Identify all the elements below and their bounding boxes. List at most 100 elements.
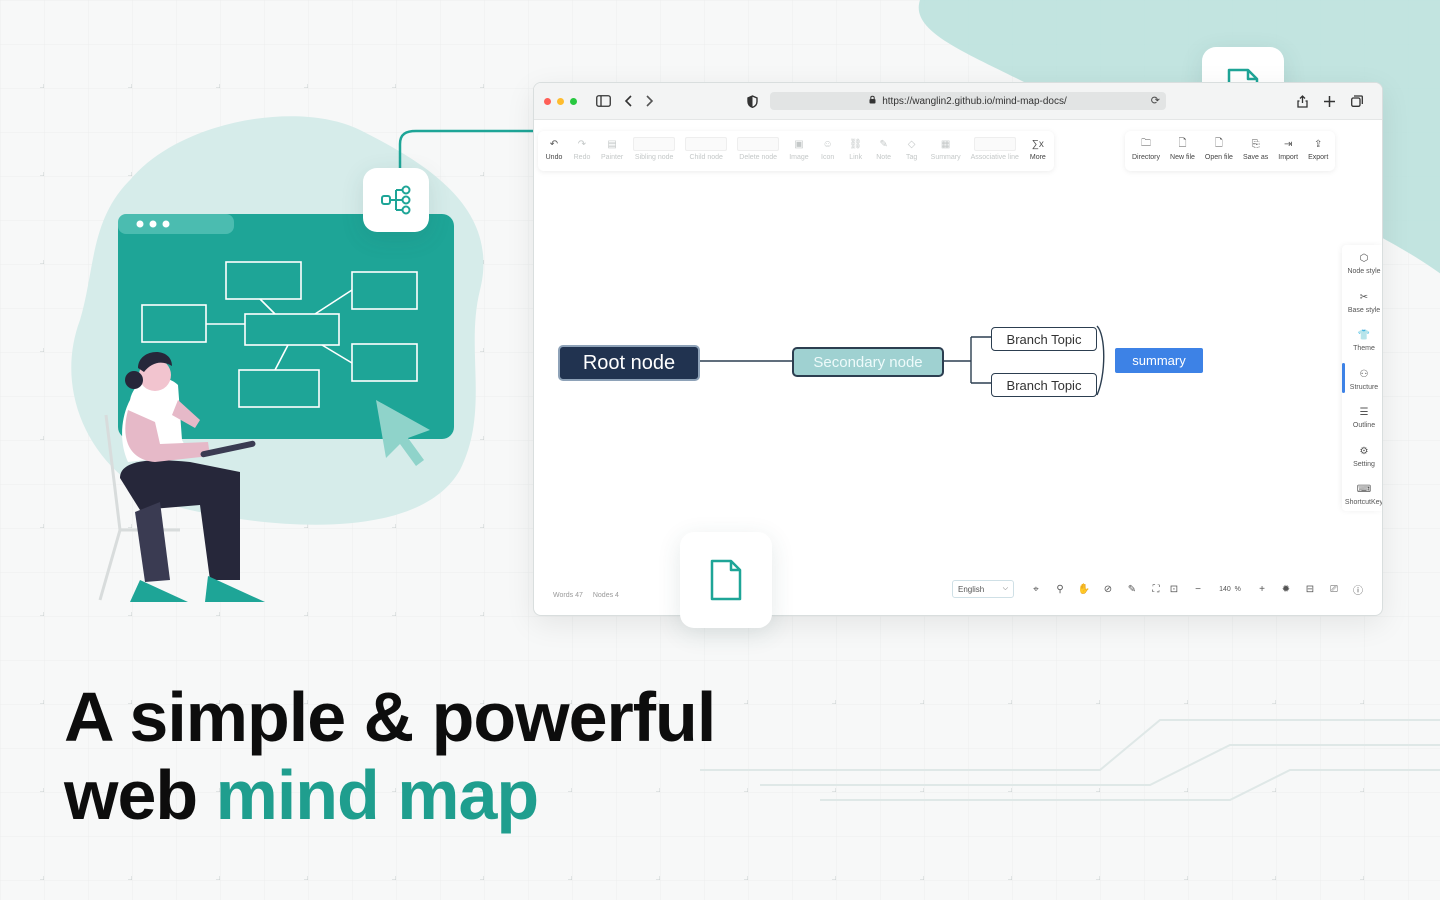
toolbar-redo-button[interactable]: ↷Redo	[568, 131, 596, 162]
address-bar[interactable]: https://wanglin2.github.io/mind-map-docs…	[770, 92, 1166, 110]
close-window-dot[interactable]	[544, 97, 551, 105]
toolbar-delete-node-button[interactable]: Delete node	[732, 131, 784, 161]
painter-icon: ▤	[607, 138, 617, 150]
summary-node[interactable]: summary	[1115, 348, 1203, 373]
redo-icon: ↷	[577, 138, 587, 150]
headline-line-2-prefix: web	[64, 756, 216, 834]
word-count: Words 47	[553, 592, 583, 599]
theme-icon: 👕	[1357, 330, 1371, 341]
secondary-node[interactable]: Secondary node	[792, 347, 944, 377]
toolbar-label: Link	[849, 154, 863, 161]
toolbar-undo-button[interactable]: ↶ Undo	[540, 131, 568, 162]
zoom-in-icon[interactable]: +	[1259, 583, 1265, 595]
zoom-level: 140 %	[1219, 585, 1241, 593]
new-tab-icon[interactable]	[1319, 83, 1339, 119]
stats-bar: Words 47 Nodes 4	[553, 592, 619, 599]
toolbar-label: Import	[1278, 154, 1299, 161]
toolbar-save-as-button[interactable]: ⎘Save as	[1238, 131, 1273, 162]
shield-icon[interactable]	[744, 83, 760, 119]
toolbar-label: Child node	[689, 154, 723, 161]
presentation-icon[interactable]: ⎚	[1330, 583, 1338, 595]
sibling-node-icon	[633, 137, 676, 151]
undo-icon: ↶	[549, 138, 559, 150]
sidebar-item-label: Structure	[1349, 383, 1379, 391]
toolbar-label: New file	[1170, 154, 1195, 161]
outline-icon: ☰	[1359, 407, 1369, 418]
tag-icon: ◇	[907, 138, 916, 150]
dark-mode-icon[interactable]: ✹	[1281, 583, 1291, 595]
fit-view-icon[interactable]: ⛶	[1152, 583, 1160, 595]
lock-icon	[869, 95, 876, 107]
node-style-icon: ⬡	[1359, 253, 1369, 264]
sidebar-item-structure[interactable]: ⚇Structure	[1342, 369, 1382, 391]
language-select[interactable]: English ⌵	[952, 580, 1014, 598]
toolbar-label: Note	[876, 154, 892, 161]
edit-icon[interactable]: ✎	[1127, 583, 1137, 595]
share-icon[interactable]	[1292, 83, 1312, 119]
root-node[interactable]: Root node	[558, 345, 700, 381]
chevron-down-icon: ⌵	[1002, 585, 1008, 592]
sidebar-item-label: Setting	[1353, 460, 1375, 468]
sidebar-item-shortcutkey[interactable]: ⌨ShortcutKey	[1342, 484, 1382, 506]
minimize-window-dot[interactable]	[557, 97, 564, 105]
sidebar-item-setting[interactable]: ⚙Setting	[1342, 446, 1382, 468]
toolbar-label: Save as	[1242, 154, 1269, 161]
toolbar-new-file-button[interactable]: 🗋New file	[1165, 131, 1200, 162]
maximize-window-dot[interactable]	[570, 97, 577, 105]
tab-overview-icon[interactable]	[1347, 83, 1367, 119]
sidebar-item-node-style[interactable]: ⬡ Node style	[1342, 253, 1382, 275]
keyboard-icon: ⌨	[1356, 484, 1372, 495]
toolbar-label: Undo	[545, 154, 563, 161]
mind-map-canvas[interactable]	[534, 83, 1382, 615]
sidebar-item-label: Outline	[1352, 422, 1376, 429]
toolbar-directory-button[interactable]: 🗀 Directory	[1127, 131, 1165, 162]
associative-line-icon	[973, 137, 1016, 151]
toolbar-open-file-button[interactable]: 🗋Open file	[1200, 131, 1238, 162]
browser-titlebar: https://wanglin2.github.io/mind-map-docs…	[534, 83, 1382, 120]
right-sidebar: ⬡ Node style ✂Base style 👕Theme ⚇Structure ☰ O…	[1342, 245, 1382, 511]
toolbar-export-button[interactable]: ⇪Export	[1303, 131, 1333, 162]
sidebar-item-base-style[interactable]: ✂Base style	[1342, 292, 1382, 314]
toolbar-child-node-button[interactable]: Child node	[680, 131, 732, 161]
forward-icon[interactable]	[642, 83, 658, 119]
sidebar-item-outline[interactable]: ☰ Outline	[1342, 407, 1382, 429]
locate-icon[interactable]: ⌖	[1033, 583, 1039, 595]
fullscreen-icon[interactable]: ⊡	[1169, 583, 1179, 595]
toolbar-associative-line-button[interactable]: Associative line	[966, 131, 1024, 161]
sidebar-toggle-icon[interactable]	[594, 83, 612, 119]
toolbar-note-button[interactable]: ✎Note	[870, 131, 898, 162]
sidebar-item-label: Base style	[1347, 306, 1381, 314]
toolbar-painter-button[interactable]: ▤Painter	[596, 131, 628, 162]
toolbar-icon-button[interactable]: ☺Icon	[814, 131, 842, 162]
toolbar-tag-button[interactable]: ◇Tag	[898, 131, 926, 162]
toolbar-summary-button[interactable]: ▦Summary	[926, 131, 966, 162]
toolbar-label: More	[1029, 154, 1046, 161]
folder-icon: 🗀	[1141, 137, 1151, 149]
browser-window: https://wanglin2.github.io/mind-map-docs…	[533, 82, 1383, 616]
compass-icon[interactable]: ⊘	[1103, 583, 1113, 595]
toolbar-label: Sibling node	[634, 154, 674, 161]
sidebar-item-theme[interactable]: 👕Theme	[1342, 330, 1382, 352]
file-toolbar: 🗀 Directory 🗋New file🗋Open file⎘Save as⇥Im…	[1125, 131, 1336, 171]
toolbar-link-button[interactable]: ⛓Link	[842, 131, 870, 162]
toolbar-sibling-node-button[interactable]: Sibling node	[628, 131, 680, 161]
branch-topic-node[interactable]: Branch Topic	[991, 327, 1097, 351]
sidebar-item-label: Node style	[1347, 268, 1381, 275]
toolbar-label: Associative line	[970, 154, 1019, 161]
toolbar-import-button[interactable]: ⇥Import	[1273, 131, 1303, 162]
help-icon[interactable]: ⓘ	[1353, 585, 1363, 597]
smile-icon: ☺	[822, 138, 833, 150]
toolbar-label: Image	[789, 154, 809, 161]
hand-icon[interactable]: ✋	[1077, 583, 1091, 595]
search-icon[interactable]: ⚲	[1056, 583, 1064, 595]
toolbar-label: Directory	[1132, 154, 1161, 161]
back-icon[interactable]	[620, 83, 636, 119]
toolbar-image-button[interactable]: ▣Image	[784, 131, 813, 162]
code-icon[interactable]: ⊟	[1305, 583, 1315, 595]
zoom-out-icon[interactable]: −	[1195, 583, 1201, 595]
file-icon	[710, 559, 742, 601]
reload-icon[interactable]: ⟳	[1150, 95, 1160, 107]
branch-topic-node[interactable]: Branch Topic	[991, 373, 1097, 397]
